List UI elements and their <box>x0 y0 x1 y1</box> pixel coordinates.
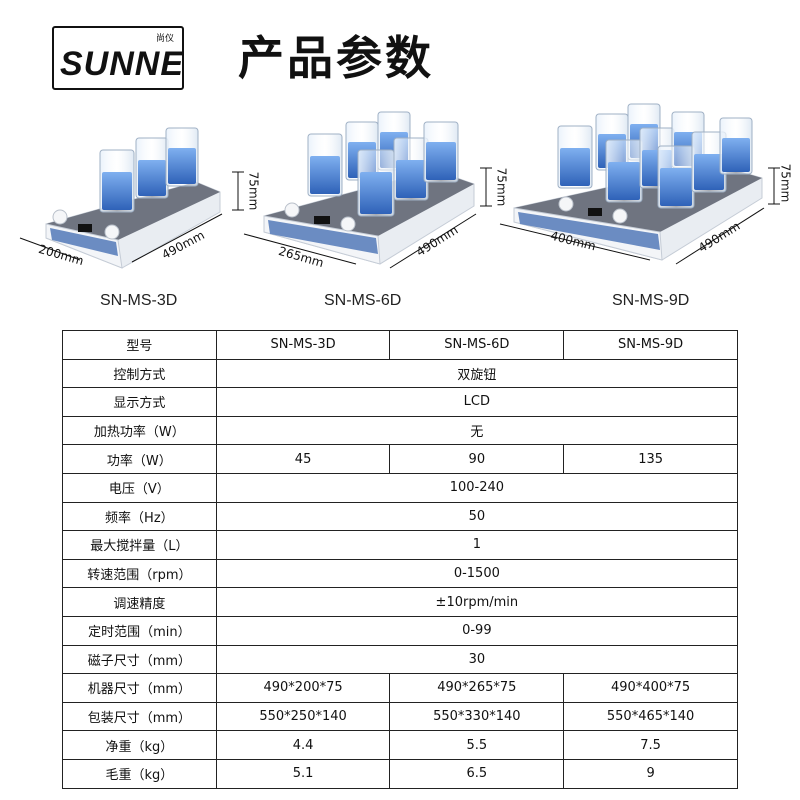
table-row: 净重（kg） 4.4 5.5 7.5 <box>62 730 738 760</box>
row-value: 无 <box>215 415 739 446</box>
row-value-2: 5.5 <box>389 730 565 760</box>
row-value: ±10rpm/min <box>215 587 739 617</box>
table-header-row: 型号 SN-MS-3D SN-MS-6D SN-MS-9D <box>62 330 738 360</box>
row-label: 控制方式 <box>62 358 217 389</box>
model-label-6d: SN-MS-6D <box>324 292 402 309</box>
model-label-3d: SN-MS-3D <box>100 292 178 309</box>
row-value-3: 7.5 <box>563 730 738 760</box>
dim-height-9d: 75mm <box>778 163 793 203</box>
row-label: 电压（V） <box>62 472 217 503</box>
row-label: 显示方式 <box>62 387 217 417</box>
header-label: 型号 <box>62 330 217 360</box>
row-label: 最大搅拌量（L） <box>62 530 217 560</box>
page-title: 产品参数 <box>238 31 434 85</box>
row-value-3: 550*465*140 <box>563 701 738 732</box>
table-row: 显示方式 LCD <box>62 387 739 417</box>
brand-logo: 尚仪 SUNNE <box>52 26 184 90</box>
table-row: 磁子尺寸（mm） 30 <box>62 644 739 675</box>
model-label-9d: SN-MS-9D <box>612 292 690 309</box>
row-label: 定时范围（min） <box>62 615 217 646</box>
row-value: 0-1500 <box>215 558 739 589</box>
table-row: 功率（W） 45 90 135 <box>62 444 738 474</box>
row-label: 包装尺寸（mm） <box>62 701 217 732</box>
row-label: 转速范围（rpm） <box>62 558 217 589</box>
header-model-2: SN-MS-6D <box>389 330 565 360</box>
row-value: 30 <box>215 644 739 675</box>
row-value: 双旋钮 <box>215 358 739 389</box>
row-label: 调速精度 <box>62 587 217 617</box>
row-value-1: 45 <box>215 444 391 474</box>
row-label: 频率（Hz） <box>62 501 217 532</box>
row-value: 1 <box>215 530 739 560</box>
product-illustration-3d <box>19 127 244 269</box>
row-value-3: 135 <box>563 444 738 474</box>
row-value: 100-240 <box>215 472 739 503</box>
row-value: LCD <box>215 387 739 417</box>
row-label: 毛重（kg） <box>62 758 217 789</box>
header-model-3: SN-MS-9D <box>563 330 738 360</box>
row-value-2: 6.5 <box>389 758 565 789</box>
product-sn-ms-3d: 200mm 490mm 75mm <box>19 120 260 290</box>
row-value-2: 550*330*140 <box>389 701 565 732</box>
row-value-2: 90 <box>389 444 565 474</box>
spec-table: 型号 SN-MS-3D SN-MS-6D SN-MS-9D 控制方式 双旋钮 显… <box>62 330 739 789</box>
row-label: 净重（kg） <box>62 730 217 760</box>
logo-small-text: 尚仪 <box>155 34 174 44</box>
header-model-1: SN-MS-3D <box>215 330 391 360</box>
row-value-3: 9 <box>563 758 738 789</box>
table-row: 定时范围（min） 0-99 <box>62 615 739 646</box>
row-value-1: 550*250*140 <box>215 701 391 732</box>
table-row: 调速精度 ±10rpm/min <box>62 587 739 617</box>
table-row: 加热功率（W） 无 <box>62 415 739 446</box>
table-row: 毛重（kg） 5.1 6.5 9 <box>62 758 738 789</box>
row-value: 50 <box>215 501 739 532</box>
row-value-3: 490*400*75 <box>563 673 738 703</box>
table-row: 最大搅拌量（L） 1 <box>62 530 739 560</box>
product-sn-ms-6d: 265mm 490mm 75mm <box>243 106 514 286</box>
row-label: 磁子尺寸（mm） <box>62 644 217 675</box>
row-label: 功率（W） <box>62 444 217 474</box>
row-value: 0-99 <box>215 615 739 646</box>
table-row: 包装尺寸（mm） 550*250*140 550*330*140 550*465… <box>62 701 738 732</box>
row-label: 加热功率（W） <box>62 415 217 446</box>
product-illustration-6d <box>243 111 492 269</box>
row-label: 机器尺寸（mm） <box>62 673 217 703</box>
table-row: 控制方式 双旋钮 <box>62 358 739 389</box>
table-row: 机器尺寸（mm） 490*200*75 490*265*75 490*400*7… <box>62 673 738 703</box>
table-row: 电压（V） 100-240 <box>62 472 739 503</box>
product-illustration-9d <box>499 103 780 265</box>
row-value-2: 490*265*75 <box>389 673 565 703</box>
row-value-1: 5.1 <box>215 758 391 789</box>
table-row: 转速范围（rpm） 0-1500 <box>62 558 739 589</box>
row-value-1: 490*200*75 <box>215 673 391 703</box>
product-sn-ms-9d: 400mm 490mm 75mm <box>499 100 793 280</box>
logo-text: SUNNE <box>60 45 185 83</box>
table-row: 频率（Hz） 50 <box>62 501 739 532</box>
row-value-1: 4.4 <box>215 730 391 760</box>
